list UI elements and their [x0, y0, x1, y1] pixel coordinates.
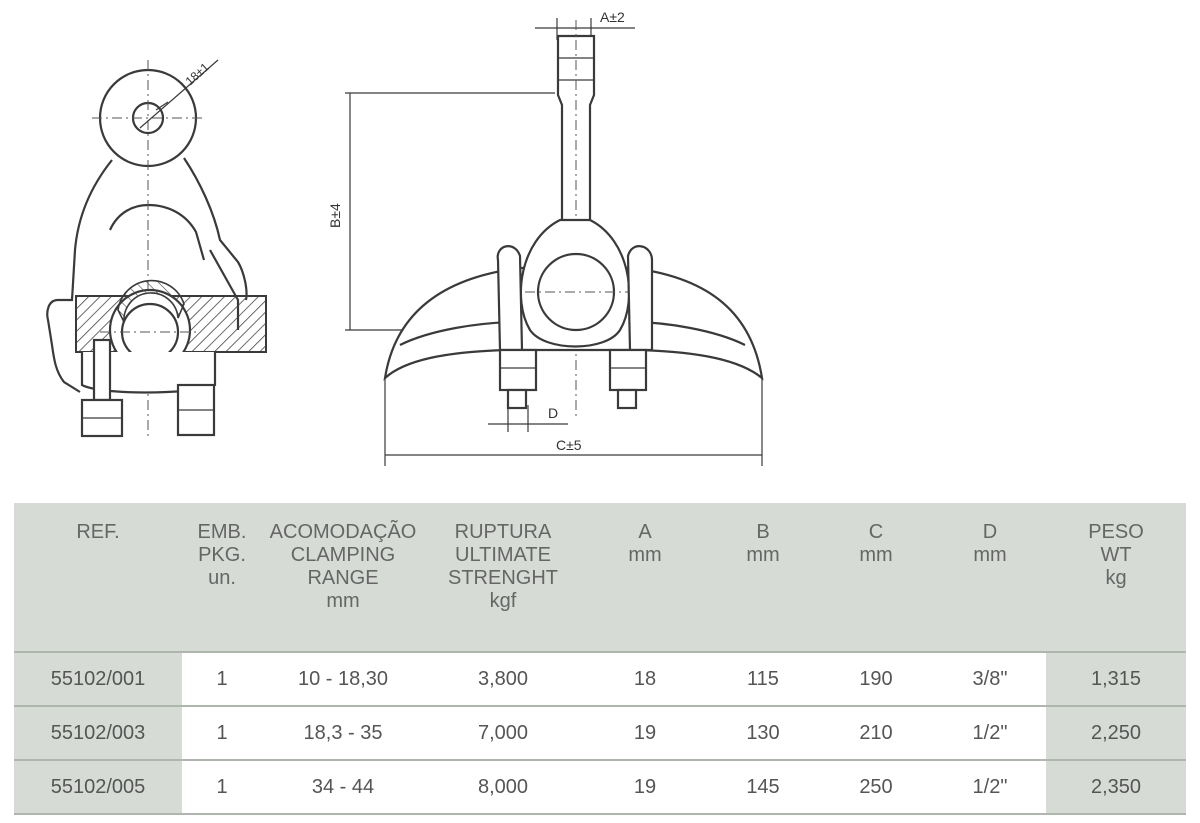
d-dimension-label: D — [548, 405, 558, 421]
cell-ultimate-strength: 3,800 — [424, 651, 582, 706]
front-view-drawing: A±2 B±4 D C±5 — [327, 9, 764, 466]
clamp-drawing-svg: 18±1 A±2 B±4 — [46, 9, 764, 466]
cell-clamping-range: 18,3 - 35 — [262, 705, 424, 760]
cell-a: 19 — [582, 759, 708, 815]
c-dimension-label: C±5 — [556, 437, 582, 453]
cell-a: 19 — [582, 705, 708, 760]
table-row: 55102/005 1 34 - 44 8,000 19 145 250 1/2… — [14, 759, 1186, 815]
cell-pkg: 1 — [182, 651, 262, 706]
diameter-dimension-label: 18±1 — [183, 60, 212, 88]
cell-d: 3/8" — [934, 651, 1046, 706]
cell-ref: 55102/005 — [14, 759, 182, 815]
cell-c: 250 — [818, 759, 934, 815]
cell-clamping-range: 10 - 18,30 — [262, 651, 424, 706]
technical-drawings: 18±1 A±2 B±4 — [46, 9, 764, 466]
cell-c: 210 — [818, 705, 934, 760]
cell-ultimate-strength: 8,000 — [424, 759, 582, 815]
cell-b: 115 — [708, 651, 818, 706]
header-ref: REF. — [14, 503, 182, 652]
cell-d: 1/2" — [934, 705, 1046, 760]
cell-b: 145 — [708, 759, 818, 815]
cell-c: 190 — [818, 651, 934, 706]
header-pkg: EMB.PKG.un. — [182, 503, 262, 652]
b-dimension-label: B±4 — [327, 203, 343, 228]
table-row: 55102/001 1 10 - 18,30 3,800 18 115 190 … — [14, 651, 1186, 706]
cell-ref: 55102/003 — [14, 705, 182, 760]
table-row: 55102/003 1 18,3 - 35 7,000 19 130 210 1… — [14, 705, 1186, 760]
cell-a: 18 — [582, 651, 708, 706]
cell-ref: 55102/001 — [14, 651, 182, 706]
cell-weight: 2,350 — [1046, 759, 1186, 815]
a-dimension-label: A±2 — [600, 9, 625, 25]
cell-ultimate-strength: 7,000 — [424, 705, 582, 760]
cell-weight: 2,250 — [1046, 705, 1186, 760]
cell-clamping-range: 34 - 44 — [262, 759, 424, 815]
cell-b: 130 — [708, 705, 818, 760]
side-view-drawing: 18±1 — [46, 59, 267, 440]
cell-d: 1/2" — [934, 759, 1046, 815]
cell-pkg: 1 — [182, 759, 262, 815]
cell-pkg: 1 — [182, 705, 262, 760]
cell-weight: 1,315 — [1046, 651, 1186, 706]
